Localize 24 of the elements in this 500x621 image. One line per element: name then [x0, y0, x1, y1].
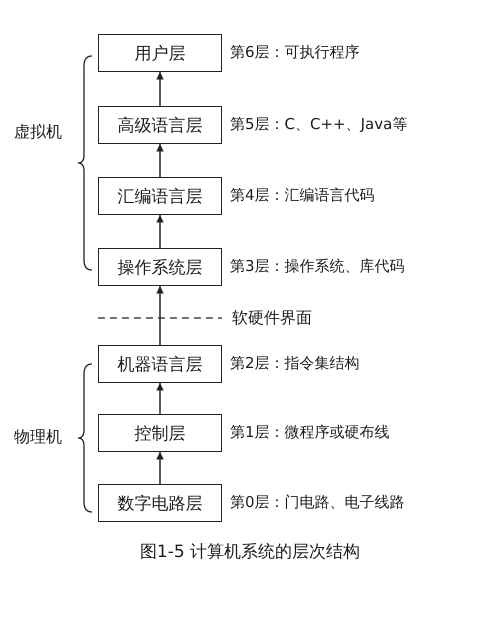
layer-box: 数字电路层: [98, 484, 222, 522]
layer-box: 高级语言层: [98, 106, 222, 144]
arrow: [156, 452, 164, 484]
figure-caption: 图1-5 计算机系统的层次结构: [138, 541, 362, 563]
layer-description: 第0层：门电路、电子线路: [230, 493, 405, 512]
layer-box: 汇编语言层: [98, 177, 222, 215]
layer-box: 操作系统层: [98, 248, 222, 286]
layer-description: 第1层：微程序或硬布线: [230, 423, 390, 442]
layer-description: 第4层：汇编语言代码: [230, 186, 375, 205]
arrow: [156, 286, 164, 345]
arrow: [156, 144, 164, 177]
layer-box: 用户层: [98, 34, 222, 72]
layer-box: 机器语言层: [98, 345, 222, 383]
group-label: 虚拟机: [14, 122, 62, 143]
arrow: [156, 383, 164, 414]
arrow: [156, 72, 164, 106]
layer-description: 第3层：操作系统、库代码: [230, 257, 405, 276]
interface-label: 软硬件界面: [232, 308, 312, 329]
group-label: 物理机: [14, 427, 62, 448]
layer-box: 控制层: [98, 414, 222, 452]
layer-description: 第2层：指令集结构: [230, 354, 360, 373]
layer-description: 第6层：可执行程序: [230, 43, 360, 62]
arrow: [156, 215, 164, 248]
layer-description: 第5层：C、C++、Java等: [230, 115, 408, 134]
